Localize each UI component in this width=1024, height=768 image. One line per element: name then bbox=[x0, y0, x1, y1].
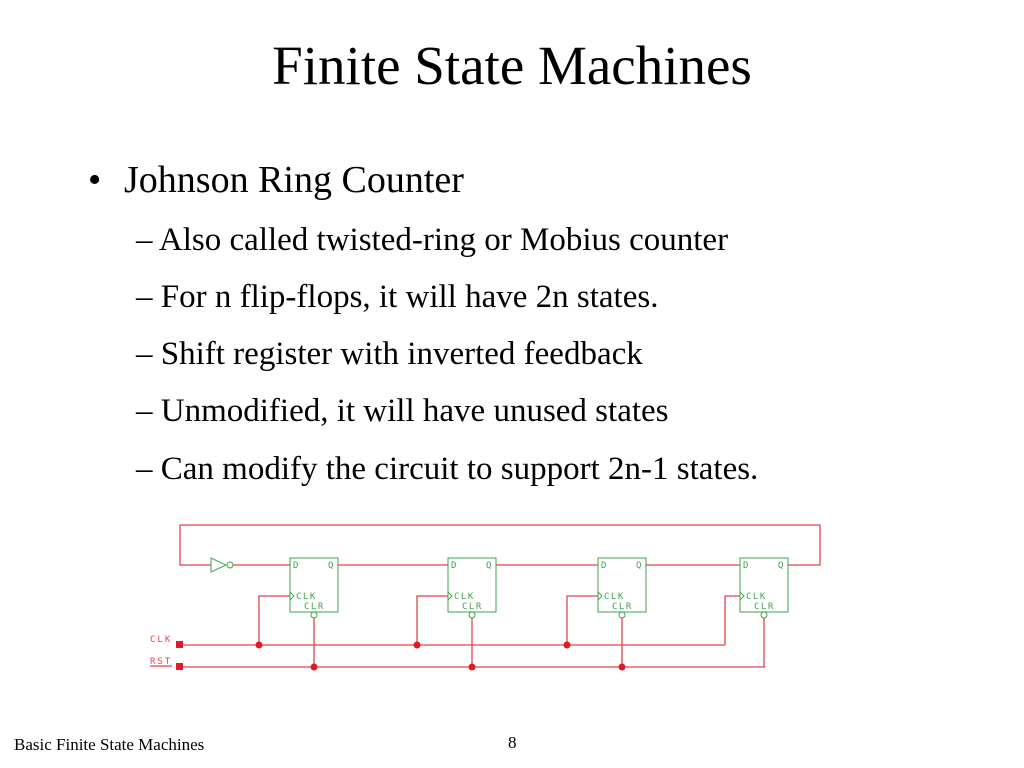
flip-flop-4: D Q CLK CLR bbox=[739, 557, 789, 619]
clk-port-marker bbox=[176, 641, 183, 648]
svg-text:CLK: CLK bbox=[454, 592, 475, 602]
svg-text:D: D bbox=[743, 561, 750, 571]
feedback-wire bbox=[179, 524, 821, 566]
svg-text:D: D bbox=[293, 561, 300, 571]
slide-title: Finite State Machines bbox=[272, 35, 752, 96]
rst-junction bbox=[310, 663, 318, 671]
rst-port-label: RST bbox=[150, 657, 172, 667]
svg-text:D: D bbox=[601, 561, 608, 571]
svg-text:CLR: CLR bbox=[754, 602, 775, 612]
rst-port-marker bbox=[176, 663, 183, 670]
rst-junction bbox=[618, 663, 626, 671]
sub-bullet-3: – Shift register with inverted feedback bbox=[136, 336, 643, 372]
svg-text:Q: Q bbox=[486, 561, 493, 571]
sub-bullet-4: – Unmodified, it will have unused states bbox=[136, 393, 669, 429]
svg-text:CLR: CLR bbox=[612, 602, 633, 612]
svg-text:Q: Q bbox=[328, 561, 335, 571]
svg-text:CLR: CLR bbox=[462, 602, 483, 612]
svg-text:Q: Q bbox=[778, 561, 785, 571]
bullet-text: Johnson Ring Counter bbox=[124, 159, 464, 201]
svg-text:CLK: CLK bbox=[746, 592, 767, 602]
rst-junction bbox=[468, 663, 476, 671]
clk-junction bbox=[413, 641, 421, 649]
clk-junction bbox=[255, 641, 263, 649]
flip-flop-1: D Q CLK CLR bbox=[289, 557, 339, 619]
svg-text:CLK: CLK bbox=[604, 592, 625, 602]
sub-bullet-2: – For n flip-flops, it will have 2n stat… bbox=[136, 279, 659, 315]
sub-bullet-5: – Can modify the circuit to support 2n-1… bbox=[136, 451, 759, 487]
flip-flop-3: D Q CLK CLR bbox=[597, 557, 647, 619]
clk-port-label: CLK bbox=[150, 635, 172, 645]
svg-text:D: D bbox=[451, 561, 458, 571]
footer-deck-title: Basic Finite State Machines bbox=[14, 735, 205, 754]
bullet-johnson-ring-counter: • Johnson Ring Counter bbox=[88, 161, 464, 199]
bullet-dot: • bbox=[88, 159, 102, 201]
svg-text:CLK: CLK bbox=[296, 592, 317, 602]
flip-flop-2: D Q CLK CLR bbox=[447, 557, 497, 619]
svg-text:CLR: CLR bbox=[304, 602, 325, 612]
inverter-icon bbox=[210, 557, 234, 573]
sub-bullet-1: – Also called twisted-ring or Mobius cou… bbox=[136, 222, 729, 258]
clk-junction bbox=[563, 641, 571, 649]
svg-text:Q: Q bbox=[636, 561, 643, 571]
page-number: 8 bbox=[508, 733, 517, 752]
